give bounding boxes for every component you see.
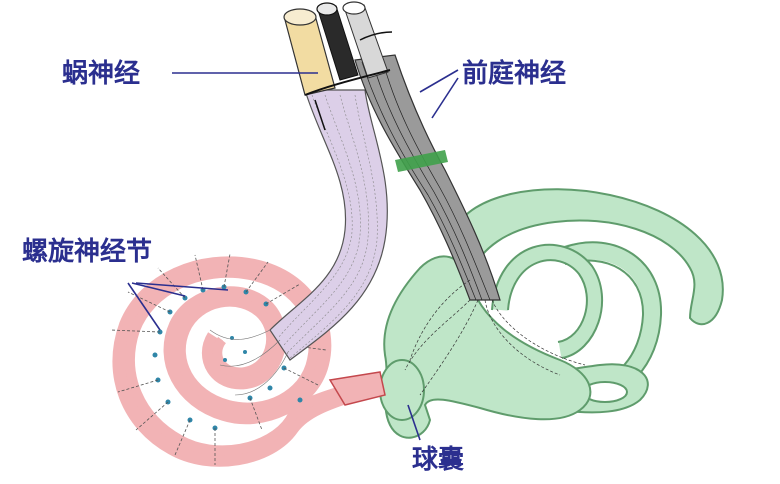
spiral-ganglion-label: 螺旋神经节 — [22, 236, 152, 267]
leader-lines — [127, 69, 459, 441]
vestibule — [379, 255, 592, 439]
vestibular-nerve-label: 前庭神经 — [462, 58, 566, 89]
saccule-label: 球囊 — [412, 445, 464, 475]
semicircular-canals — [454, 188, 724, 414]
vestibular-nerve-bundle — [354, 54, 586, 396]
cochlea — [109, 253, 386, 467]
cochlear-nerve-bundle — [209, 89, 388, 396]
nerve-cut-ends — [283, 1, 393, 131]
cochlear-nerve-label: 蜗神经 — [62, 58, 140, 89]
saccule-shape — [379, 359, 425, 421]
